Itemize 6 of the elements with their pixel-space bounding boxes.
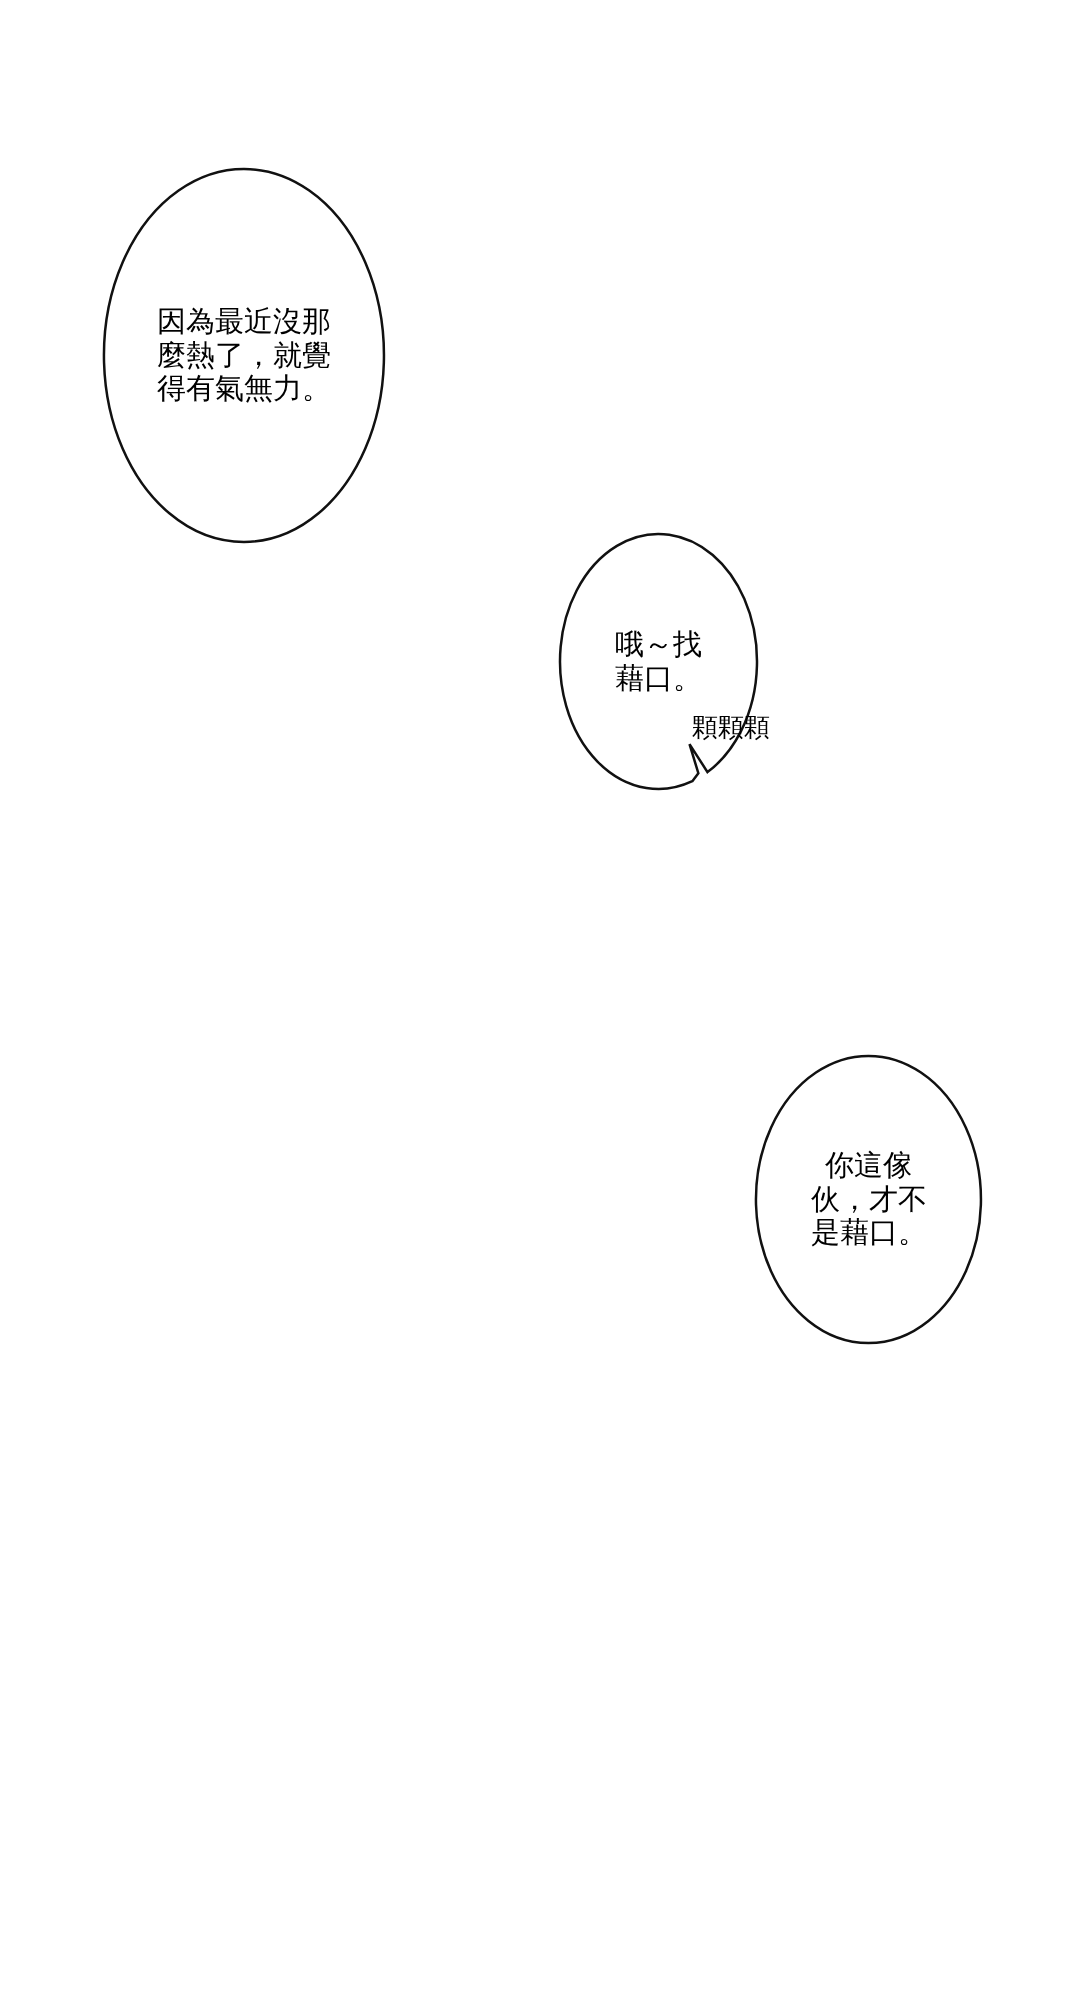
- speech-bubble: [754, 1054, 983, 1345]
- dialogue-text: 因為最近沒那麼熱了，就覺得有氣無力。: [156, 305, 332, 406]
- dialogue-text: 哦～找藉口。: [614, 628, 703, 695]
- sound-effect-text: 顆顆顆: [692, 714, 770, 740]
- dialogue-text: 你這傢伙，才不是藉口。: [809, 1149, 928, 1250]
- speech-bubble: [102, 167, 386, 544]
